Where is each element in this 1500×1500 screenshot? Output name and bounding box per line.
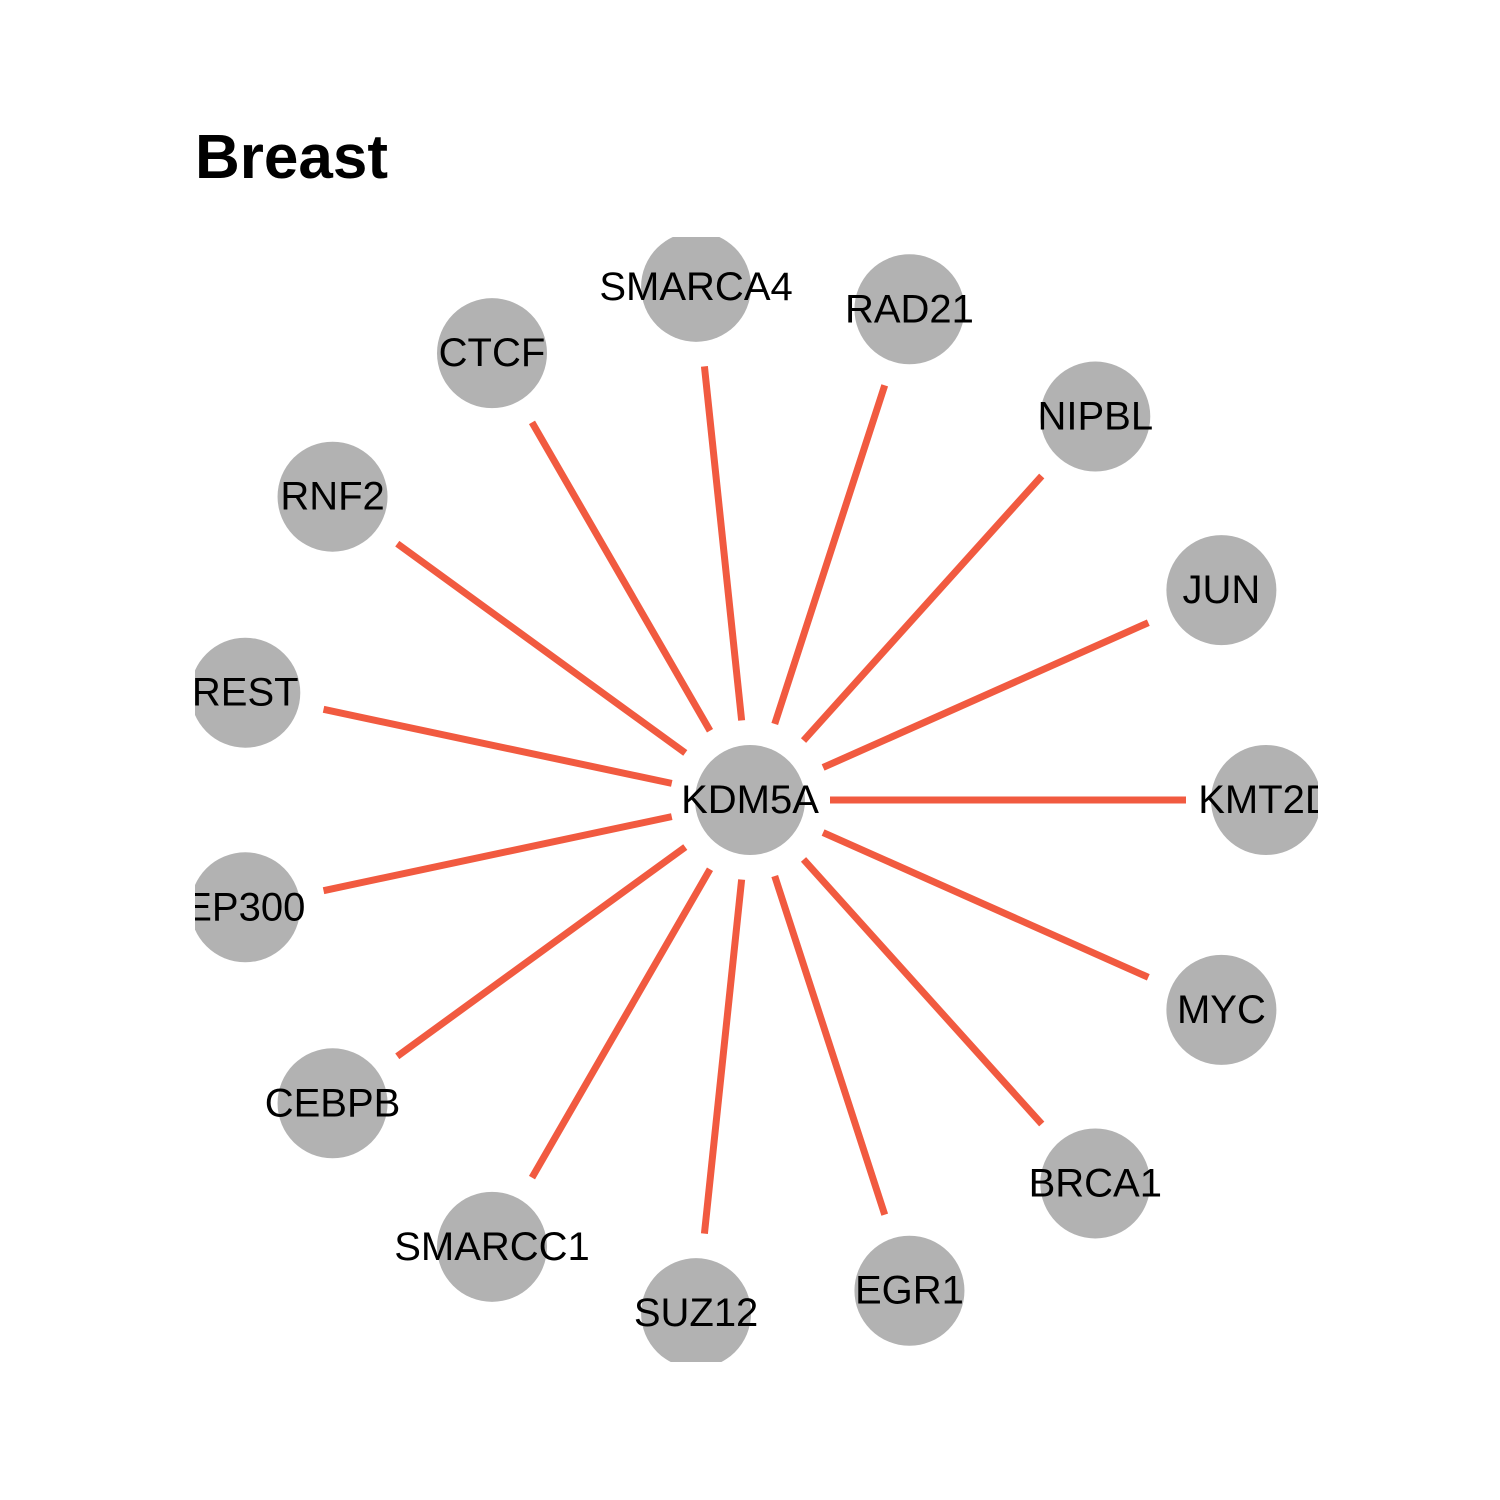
edge-kdm5a-rad21 — [771, 384, 889, 725]
edge-kdm5a-smarca4 — [700, 366, 746, 721]
edge-kdm5a-rnf2 — [395, 540, 688, 756]
node-label-egr1: EGR1 — [855, 1269, 964, 1313]
edge-kdm5a-myc — [821, 829, 1150, 981]
nodes-layer — [195, 237, 1318, 1362]
node-egr1 — [854, 1235, 965, 1346]
node-label-ctcf: CTCF — [439, 331, 546, 375]
node-label-rad21: RAD21 — [845, 287, 974, 331]
node-ctcf — [437, 298, 547, 409]
node-label-myc: MYC — [1177, 988, 1266, 1032]
edge-kdm5a-rest — [322, 705, 673, 787]
node-label-ep300: EP300 — [185, 885, 305, 929]
edge-kdm5a-brca1 — [800, 857, 1045, 1127]
node-kdm5a — [695, 745, 805, 855]
edge-kdm5a-ctcf — [528, 420, 714, 733]
node-rad21 — [854, 254, 965, 365]
node-jun — [1166, 535, 1277, 646]
node-label-rnf2: RNF2 — [280, 475, 384, 519]
edge-kdm5a-egr1 — [771, 875, 889, 1216]
node-label-jun: JUN — [1182, 568, 1260, 612]
node-label-brca1: BRCA1 — [1029, 1161, 1162, 1205]
node-suz12 — [641, 1258, 752, 1362]
node-kmt2d — [1211, 745, 1318, 855]
node-brca1 — [1040, 1128, 1151, 1239]
node-cebpb — [277, 1048, 388, 1159]
edge-kdm5a-suz12 — [700, 879, 746, 1234]
node-label-smarcc1: SMARCC1 — [394, 1225, 590, 1269]
node-rest — [195, 637, 301, 748]
node-label-nipbl: NIPBL — [1037, 395, 1153, 439]
node-label-cebpb: CEBPB — [265, 1081, 401, 1125]
edges-layer — [322, 366, 1186, 1234]
node-smarca4 — [641, 237, 752, 342]
node-label-smarca4: SMARCA4 — [599, 265, 792, 309]
node-ep300 — [195, 852, 301, 963]
node-nipbl — [1040, 361, 1151, 472]
node-label-kdm5a: KDM5A — [681, 778, 819, 822]
node-myc — [1166, 954, 1277, 1065]
plot-title: Breast — [195, 123, 388, 192]
node-rnf2 — [277, 441, 388, 552]
edge-kdm5a-jun — [821, 619, 1150, 771]
node-smarcc1 — [437, 1191, 547, 1302]
node-label-kmt2d: KMT2D — [1198, 778, 1334, 822]
node-label-suz12: SUZ12 — [634, 1291, 759, 1335]
edge-kdm5a-cebpb — [395, 844, 688, 1060]
edge-kdm5a-nipbl — [800, 473, 1045, 743]
edge-kdm5a-smarcc1 — [528, 867, 714, 1180]
node-label-rest: REST — [192, 671, 299, 715]
edge-kdm5a-ep300 — [322, 813, 673, 895]
